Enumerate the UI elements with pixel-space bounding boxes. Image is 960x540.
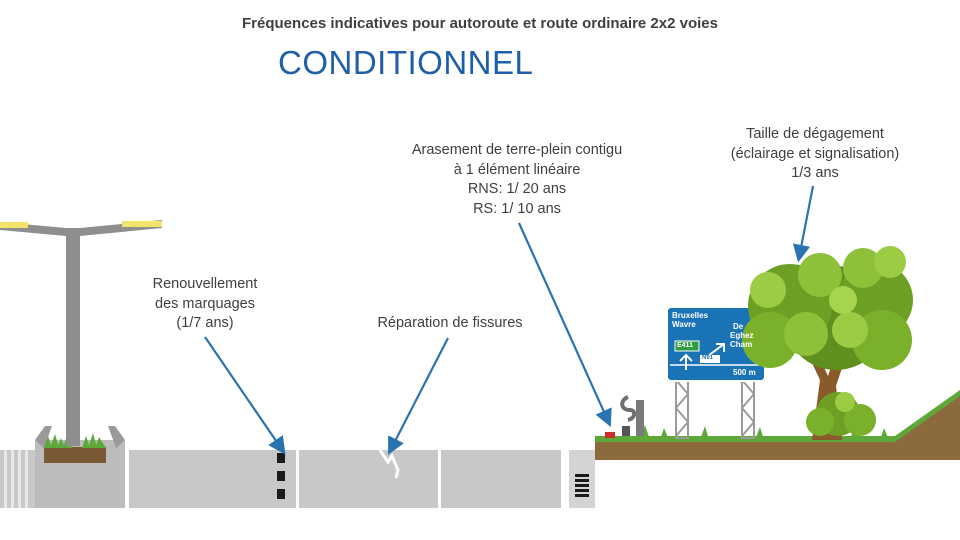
sign-arrow-right-icon — [707, 343, 725, 357]
arrow-marquages — [204, 336, 286, 455]
label-line: (éclairage et signalisation) — [730, 145, 900, 162]
sign-route-badge — [700, 355, 720, 363]
sign-text-line3: De — [733, 322, 744, 331]
sign-support-truss — [675, 379, 755, 439]
road-right-lane — [441, 450, 561, 508]
verge-grass — [595, 390, 960, 442]
label-arasement: Arasement de terre-plein contigu à 1 élé… — [392, 141, 642, 219]
sign-text-line5: Cham — [730, 340, 753, 349]
callout-arrows — [204, 185, 815, 455]
label-renouvellement-marquages: Renouvellement des marquages (1/7 ans) — [120, 275, 290, 334]
sign-text-line4: Eghez — [730, 331, 754, 340]
median-grass — [44, 432, 106, 448]
sign-exit-badge — [674, 340, 700, 352]
label-reparation-fissures: Réparation de fissures — [377, 315, 523, 331]
label-taille-degagement: Taille de dégagement (éclairage et signa… — [710, 125, 920, 184]
safety-barrier-post — [605, 395, 644, 438]
sign-text-line1: Bruxelles — [672, 311, 709, 320]
label-line: 1/3 ans — [791, 165, 839, 181]
lane-white-gaps — [296, 450, 441, 508]
tree — [742, 246, 913, 440]
sign-exit-text: E411 — [677, 342, 693, 349]
median-soil — [44, 447, 106, 463]
road-crack — [378, 449, 400, 479]
label-line: à 1 élément linéaire — [453, 161, 581, 178]
shoulder-line — [561, 450, 569, 508]
label-line: Renouvellement — [152, 276, 258, 292]
header-title: Fréquences indicatives pour autoroute et… — [242, 15, 718, 32]
verge-tufts — [640, 424, 889, 440]
verge-soil — [595, 395, 960, 460]
median-curb-right — [108, 426, 125, 448]
label-line: RS: 1/ 10 ans — [473, 200, 561, 217]
arrow-arasement — [517, 222, 612, 428]
sign-distance-text: 500 m — [733, 368, 756, 377]
lane-dash-marking — [277, 453, 285, 499]
lane-edge — [125, 450, 129, 508]
label-line: Arasement de terre-plein contigu — [411, 142, 623, 158]
sign-text-line2: Wavre — [672, 320, 696, 329]
main-title: CONDITIONNEL — [278, 44, 534, 81]
edge-stripes — [4, 450, 28, 508]
sign-arrow-up-icon — [679, 353, 693, 370]
sign-route-text: N91 — [702, 355, 714, 361]
street-lamp — [0, 220, 162, 446]
drain-grate — [575, 474, 589, 497]
label-line: Taille de dégagement — [746, 126, 884, 142]
arrow-fissures — [387, 337, 449, 455]
arrow-degagement — [792, 185, 815, 263]
bush — [806, 392, 876, 436]
label-line: des marquages — [155, 295, 255, 312]
median-curb-left — [35, 426, 52, 448]
label-line: (1/7 ans) — [176, 315, 234, 331]
label-line: RNS: 1/ 20 ans — [467, 181, 567, 197]
